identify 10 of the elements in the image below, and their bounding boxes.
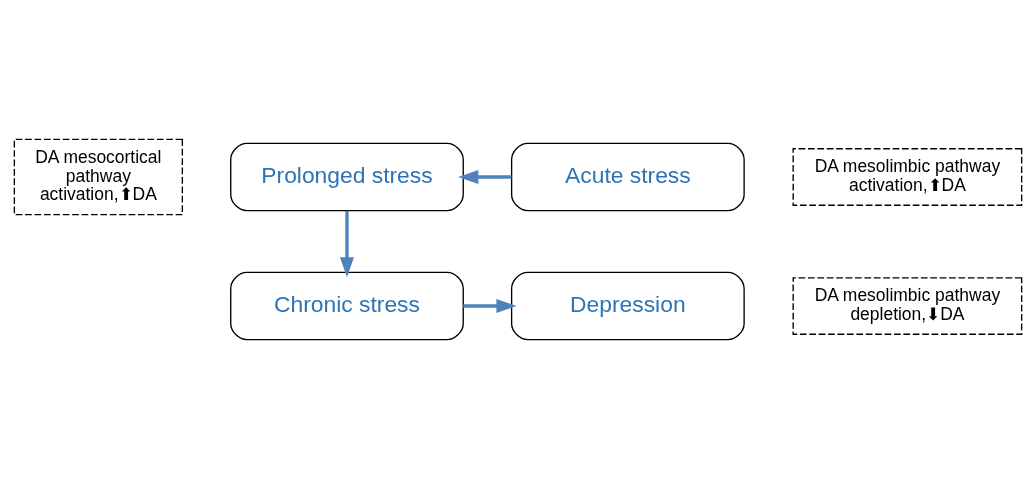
- node-box: DA mesocortical pathway activation,⬆DA: [13, 138, 183, 216]
- arrow: [339, 210, 355, 278]
- node-box: Chronic stress: [230, 271, 464, 341]
- arrow: [458, 169, 512, 185]
- node-box: DA mesolimbic pathway depletion,⬇DA: [792, 277, 1023, 335]
- node-box: Depression: [510, 271, 745, 341]
- node-box: Acute stress: [510, 142, 745, 212]
- node-box: DA mesolimbic pathway activation,⬆DA: [792, 148, 1023, 206]
- node-box: Prolonged stress: [230, 142, 464, 212]
- arrow: [463, 298, 517, 314]
